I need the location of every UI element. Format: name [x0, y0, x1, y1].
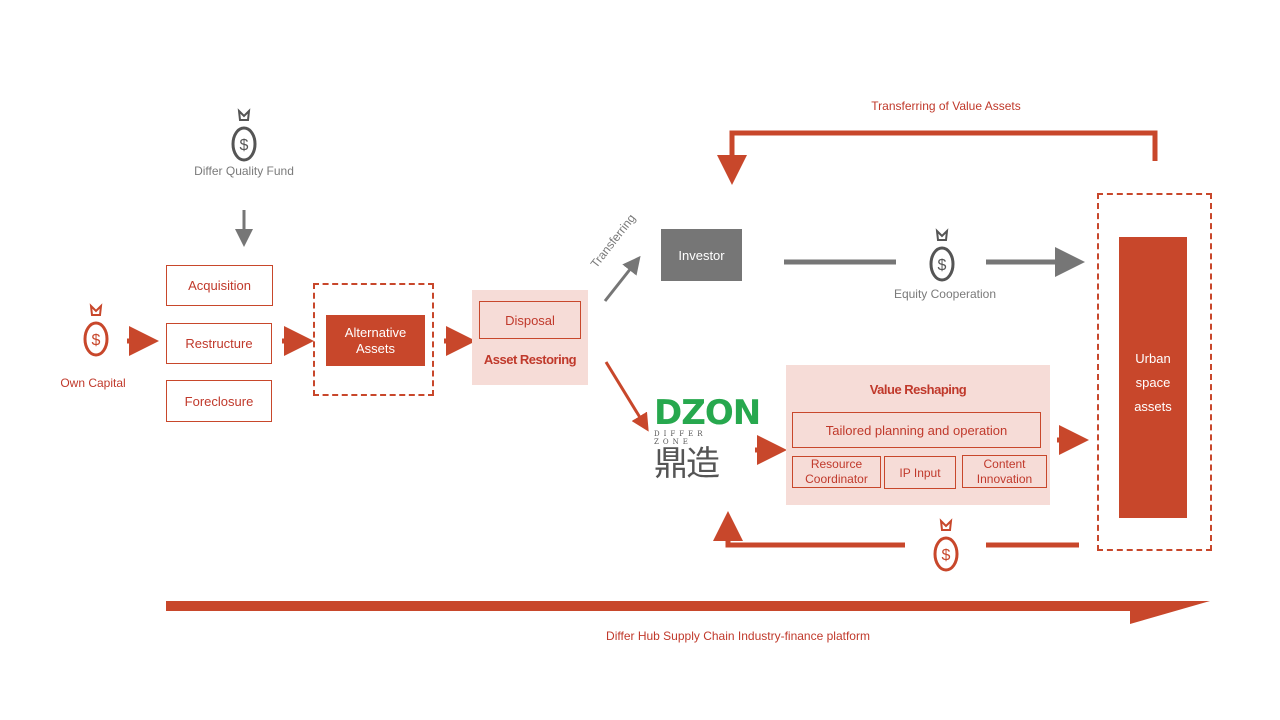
return-money-bag-icon: $: [930, 518, 962, 574]
method-restructure: Restructure: [166, 323, 272, 364]
top-loop-arrow: [717, 130, 1158, 185]
fund-money-bag-icon: $: [228, 108, 260, 164]
content-innovation-box: Content Innovation: [962, 455, 1047, 488]
method-acquisition: Acquisition: [166, 265, 273, 306]
alternative-assets-line1: Alternative: [344, 324, 407, 340]
urban-assets-box: Urban space assets: [1119, 237, 1187, 518]
urban-assets-line2: space: [1135, 375, 1171, 390]
dzon-logo-mark: DZON: [654, 393, 761, 433]
urban-assets-line3: assets: [1134, 399, 1172, 414]
fund-label: Differ Quality Fund: [194, 164, 294, 178]
asset-restoring-title: Asset Restoring: [483, 351, 577, 367]
svg-text:$: $: [92, 332, 101, 349]
own-capital-money-bag-icon: $: [80, 303, 112, 359]
svg-text:$: $: [938, 257, 947, 274]
equity-money-bag-icon: $: [926, 228, 958, 284]
return-loop-left-arrow: [713, 511, 905, 548]
restoring-to-dzon-arrow: [604, 361, 649, 432]
resource-coordinator-box: Resource Coordinator: [792, 456, 881, 488]
equity-label: Equity Cooperation: [893, 287, 997, 301]
top-loop-label: Transferring of Value Assets: [871, 99, 1021, 113]
svg-text:$: $: [942, 547, 951, 564]
dzon-logo-subtitle: DIFFER ZONE: [654, 430, 707, 446]
svg-text:$: $: [240, 137, 249, 154]
platform-label: Differ Hub Supply Chain Industry-finance…: [606, 629, 870, 643]
investor-box: Investor: [661, 229, 742, 281]
method-foreclosure: Foreclosure: [166, 380, 272, 422]
urban-assets-text: Urban space assets: [1119, 347, 1187, 419]
own-capital-label: Own Capital: [60, 376, 126, 390]
dzon-logo: DZON DIFFER ZONE 鼎造: [654, 393, 761, 488]
dzon-logo-chinese: 鼎造: [654, 444, 720, 484]
disposal-box: Disposal: [479, 301, 581, 339]
platform-arrow: [166, 601, 1210, 624]
alternative-assets-frame: [313, 283, 434, 396]
alternative-assets-line2: Assets: [355, 340, 395, 356]
tailored-planning-box: Tailored planning and operation: [792, 412, 1041, 448]
value-reshaping-title: Value Reshaping: [869, 381, 967, 397]
alternative-assets-box: Alternative Assets: [326, 315, 425, 366]
urban-assets-frame: [1097, 193, 1212, 551]
urban-assets-line1: Urban: [1135, 351, 1171, 366]
ip-input-box: IP Input: [884, 456, 956, 489]
transferring-arrow: [603, 255, 641, 302]
content-innovation-line2: Innovation: [976, 471, 1033, 486]
resource-coordinator-line2: Coordinator: [805, 472, 868, 486]
content-innovation-line1: Content: [983, 456, 1026, 471]
resource-coordinator-line1: Resource: [810, 457, 863, 471]
